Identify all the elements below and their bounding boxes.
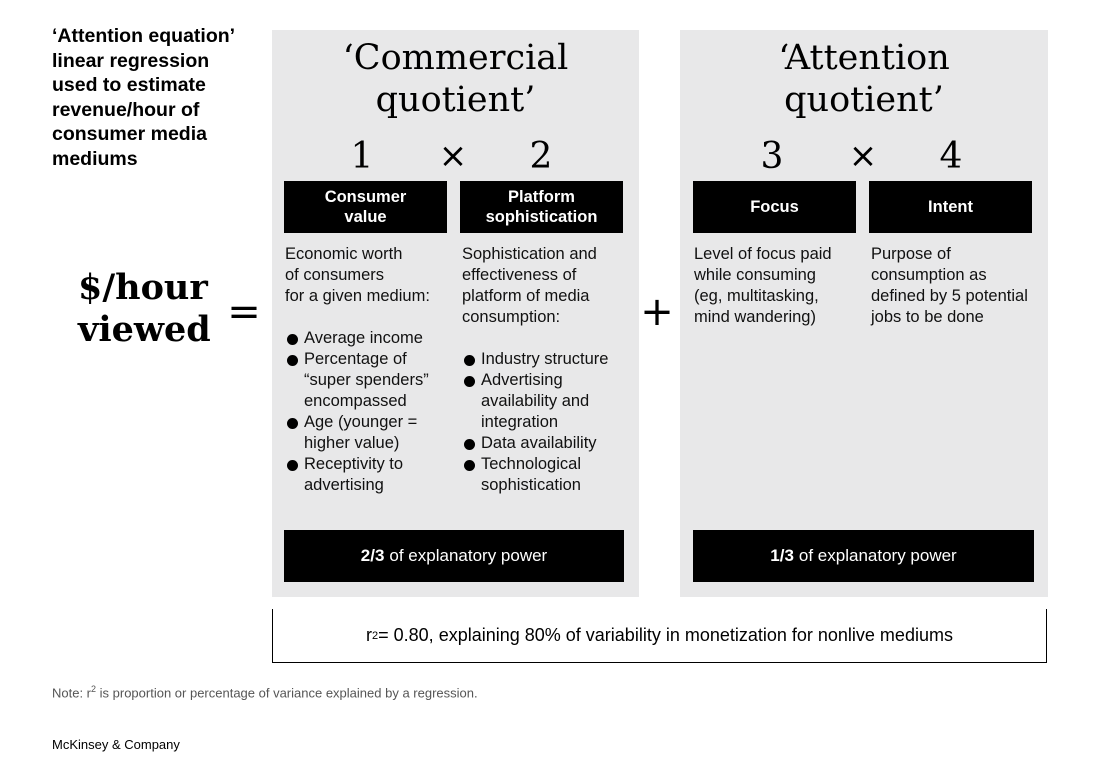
bullet-line: Advertising — [481, 371, 563, 389]
bullet-line: “super spenders” — [304, 371, 429, 389]
desc-line: Level of focus paid — [694, 245, 832, 263]
attention-power-text: of explanatory power — [798, 546, 957, 565]
bullet-line: Average income — [304, 329, 423, 347]
bullet-line: availability and — [481, 392, 590, 410]
desc-line: consumption: — [462, 308, 561, 326]
consumer-value-box: Consumer value — [284, 181, 447, 233]
desc-line: consumption as — [871, 266, 987, 284]
bullet-item: Industry structure — [462, 349, 634, 370]
factor-number-3: 3 — [760, 136, 784, 177]
bullet-item: Technological sophistication — [462, 454, 634, 496]
footnote-sup: 2 — [91, 684, 97, 694]
factor-number-1: 1 — [350, 136, 374, 177]
platform-label-line1: Platform — [508, 188, 575, 206]
consumer-value-description: Economic worth of consumers for a given … — [285, 244, 455, 496]
commercial-power-fraction: 2/3 — [360, 546, 385, 565]
bullet-line: integration — [481, 413, 559, 431]
platform-sophistication-description: Sophistication and effectiveness of plat… — [462, 244, 634, 496]
desc-line: platform of media — [462, 287, 590, 305]
intro-line: revenue/hour of — [52, 98, 200, 121]
consumer-value-bullets: Average income Percentage of “super spen… — [285, 328, 455, 496]
factor-number-4: 4 — [939, 136, 963, 177]
attention-power-fraction: 1/3 — [770, 546, 794, 565]
plus-sign: + — [640, 289, 674, 335]
r-squared-r: r — [366, 625, 373, 645]
desc-line: Sophistication and — [462, 245, 597, 263]
commercial-power-bar: 2/3 of explanatory power — [284, 530, 624, 582]
attention-quotient-title: ‘Attention quotient’ — [680, 37, 1048, 121]
lhs-label: $/hour viewed — [78, 267, 211, 351]
footnote: Note: r2 is proportion or percentage of … — [52, 684, 478, 700]
commercial-title-line1: ‘Commercial — [342, 38, 569, 78]
bullet-line: Data availability — [481, 434, 597, 452]
bullet-item: Advertising availability and integration — [462, 370, 634, 433]
bullet-item: Percentage of “super spenders” encompass… — [285, 349, 455, 412]
commercial-quotient-panel — [272, 30, 639, 597]
r-squared-sup: 2 — [372, 629, 379, 642]
bullet-line: Age (younger = — [304, 413, 418, 431]
lhs-line1: $/hour — [78, 267, 208, 308]
attention-title-line1: ‘Attention — [778, 38, 950, 78]
desc-line: effectiveness of — [462, 266, 577, 284]
desc-line: of consumers — [285, 266, 385, 284]
bullet-item: Receptivity to advertising — [285, 454, 455, 496]
desc-line: while consuming — [694, 266, 816, 284]
desc-line: jobs to be done — [871, 308, 984, 326]
times-sign: × — [848, 136, 878, 176]
desc-line: for a given medium: — [285, 287, 430, 305]
bullet-line: Technological — [481, 455, 581, 473]
bullet-line: sophistication — [481, 476, 581, 494]
platform-bullets: Industry structure Advertising availabil… — [462, 349, 634, 496]
focus-box: Focus — [693, 181, 856, 233]
equals-sign: = — [227, 289, 261, 335]
intro-line: used to estimate — [52, 74, 206, 96]
intro-text: ‘Attention equation’ linear regression u… — [52, 24, 262, 171]
consumer-value-label-line2: value — [344, 208, 387, 226]
bullet-line: Receptivity to — [304, 455, 404, 473]
attention-power-bar: 1/3 of explanatory power — [693, 530, 1034, 582]
bullet-line: encompassed — [304, 392, 407, 410]
platform-label-line2: sophistication — [485, 208, 598, 226]
footnote-prefix: Note: r — [52, 685, 92, 701]
consumer-value-label-line1: Consumer — [324, 188, 407, 206]
attention-title-line2: quotient’ — [784, 80, 944, 120]
platform-sophistication-box: Platform sophistication — [460, 181, 623, 233]
desc-line: Purpose of — [871, 245, 951, 263]
commercial-quotient-title: ‘Commercial quotient’ — [272, 37, 639, 121]
bullet-line: higher value) — [304, 434, 400, 452]
bullet-item: Age (younger = higher value) — [285, 412, 455, 454]
attention-quotient-panel — [680, 30, 1048, 597]
desc-line: (eg, multitasking, — [694, 287, 819, 305]
lhs-line2: viewed — [78, 309, 211, 350]
desc-line: mind wandering) — [694, 308, 816, 326]
desc-line: defined by 5 potential — [871, 287, 1028, 305]
commercial-power-text: of explanatory power — [389, 546, 548, 565]
bullet-line: Industry structure — [481, 350, 609, 368]
focus-description: Level of focus paid while consuming (eg,… — [694, 244, 866, 328]
times-sign: × — [438, 136, 468, 176]
r-squared-text: = 0.80, explaining 80% of variability in… — [378, 625, 953, 645]
brand-name: McKinsey & Company — [52, 737, 180, 752]
desc-line: Economic worth — [285, 245, 403, 263]
focus-label: Focus — [750, 198, 799, 216]
intent-box: Intent — [869, 181, 1032, 233]
intent-description: Purpose of consumption as defined by 5 p… — [871, 244, 1047, 328]
bullet-line: advertising — [304, 476, 384, 494]
factor-number-2: 2 — [529, 136, 553, 177]
bullet-item: Average income — [285, 328, 455, 349]
intro-line: mediums — [52, 147, 138, 170]
footnote-text: is proportion or percentage of variance … — [96, 685, 478, 701]
bullet-line: Percentage of — [304, 350, 407, 368]
intent-label: Intent — [928, 198, 973, 216]
intro-line: linear regression — [52, 49, 210, 72]
intro-line: consumer media — [52, 123, 207, 145]
intro-line: ‘Attention equation’ — [52, 25, 236, 47]
bullet-item: Data availability — [462, 433, 634, 454]
commercial-title-line2: quotient’ — [375, 80, 536, 120]
